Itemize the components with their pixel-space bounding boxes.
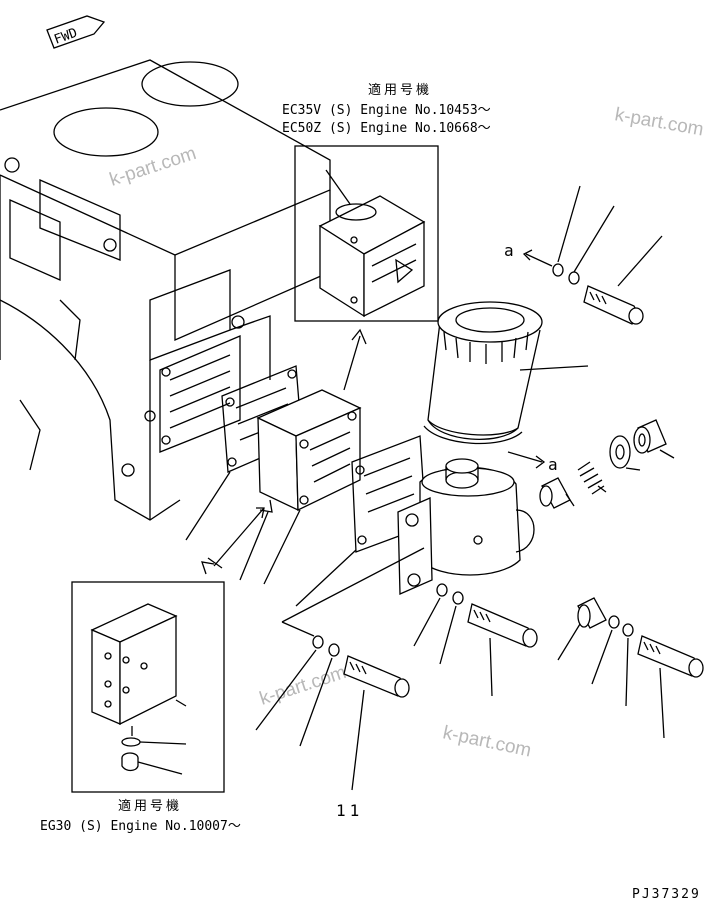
block-mounting-pad: [159, 335, 241, 453]
leader-lines: [185, 471, 425, 637]
callout-a-mid-arrow: [507, 451, 546, 469]
adapter-plate: [256, 389, 362, 512]
watermark: k-part.com: [613, 104, 705, 140]
fwd-label: FWD: [52, 26, 79, 48]
top-inset-line-1: EC35V (S) Engine No.10453～: [282, 103, 491, 118]
watermark: k-part.com: [257, 662, 349, 710]
inset-arrow: [343, 328, 367, 391]
relief-valve-parts: [539, 419, 675, 509]
bottom-inset: [71, 581, 225, 793]
top-inset-line-2: EC50Z (S) Engine No.10668～: [282, 121, 491, 136]
double-arrow: [201, 499, 273, 575]
watermark: k-part.com: [107, 143, 199, 191]
bottom-inset-line-1: EG30 (S) Engine No.10007～: [40, 819, 241, 834]
part-number-label: 11: [336, 801, 363, 820]
drawing-code: PJ37329: [632, 887, 701, 902]
center-bolt-assembly: [413, 583, 538, 697]
bottom-inset-heading: 適用号機: [118, 798, 182, 814]
oil-filter: [423, 301, 543, 445]
fwd-arrow: FWD: [46, 15, 106, 49]
callout-a-top: a: [504, 241, 514, 260]
watermark: k-part.com: [441, 722, 533, 761]
right-bolt-assembly: [557, 597, 704, 739]
filter-leader: [519, 365, 589, 371]
top-inset: [294, 145, 439, 322]
top-bolt-assembly: [522, 185, 663, 325]
callout-a-mid: a: [548, 455, 558, 474]
lower-bolt-assembly: [255, 635, 410, 791]
top-inset-heading: 適用号機: [368, 82, 432, 98]
filter-head: [397, 458, 535, 595]
